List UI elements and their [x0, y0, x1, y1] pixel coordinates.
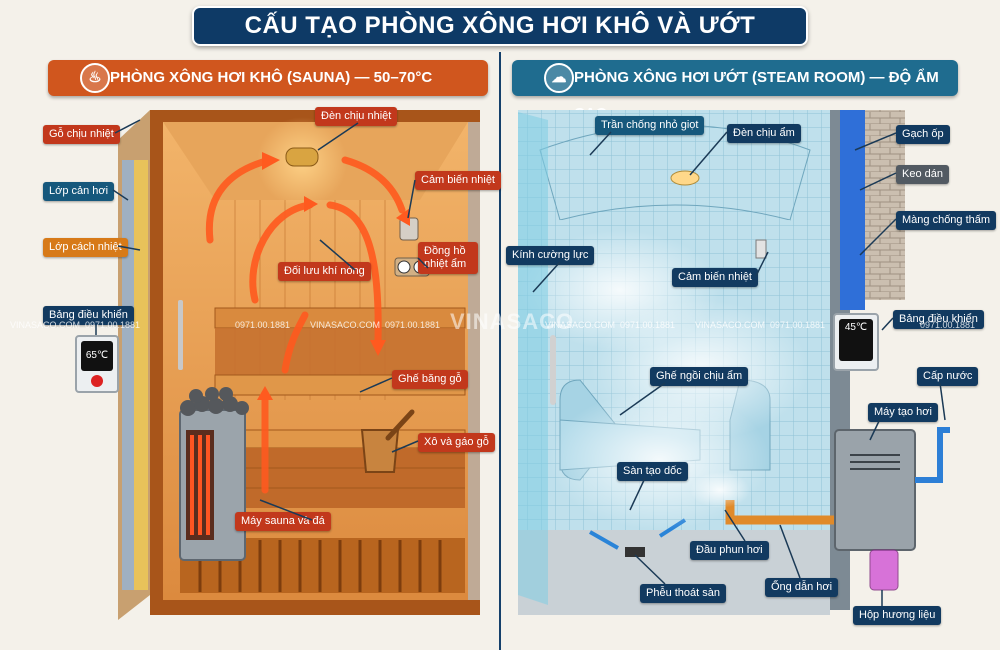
label-insulation: Lớp cách nhiệt: [43, 238, 128, 257]
watermark-brand: VINASACO: [450, 309, 575, 334]
dry-control-display: 65℃: [81, 341, 113, 371]
watermark-site-3: VINASACO.COM: [545, 320, 616, 330]
dry-sauna-header: ♨ PHÒNG XÔNG HƠI KHÔ (SAUNA) — 50–70°C: [48, 60, 488, 96]
waterproof-membrane: [840, 110, 865, 310]
wet-display-value: 45℃: [844, 322, 868, 333]
label-steam-sensor: Cảm biến nhiệt: [672, 268, 758, 287]
watermark-phone-3: 0971.00.1881: [385, 320, 441, 330]
label-floor-drain: Phễu thoát sàn: [640, 584, 727, 603]
label-thermo-hygrometer: Đồng hồ nhiệt ẩm: [418, 242, 478, 274]
label-adhesive: Keo dán: [896, 165, 949, 184]
label-dry-temp-sensor: Cảm biến nhiệt: [415, 171, 501, 190]
insulation-layer: [134, 160, 148, 590]
watermark-site-1: VINASACO.COM: [10, 320, 81, 330]
steam-cloud-icon: ☁: [544, 63, 574, 93]
steam-room-header: ☁ PHÒNG XÔNG HƠI ƯỚT (STEAM ROOM) — ĐỘ Ẩ…: [512, 60, 958, 122]
power-button-icon[interactable]: [91, 375, 103, 387]
label-vapor-barrier: Lớp cản hơi: [43, 182, 115, 201]
label-hot-air-convection: Đối lưu khí nóng: [278, 262, 371, 281]
page-title: CẤU TẠO PHÒNG XÔNG HƠI KHÔ VÀ ƯỚT: [192, 6, 808, 46]
watermark-phone-4: 0971.00.1881: [620, 320, 676, 330]
tempered-glass: [518, 112, 548, 605]
label-waterproof-membrane: Màng chống thấm: [896, 211, 997, 230]
label-bucket-ladle: Xô và gáo gỗ: [418, 433, 495, 452]
label-steam-generator: Máy tạo hơi: [868, 403, 938, 422]
floor-drain: [625, 547, 645, 557]
label-wooden-bench: Ghế băng gỗ: [392, 370, 468, 389]
label-moisture-lamp: Đèn chịu ẩm: [727, 124, 801, 143]
label-aroma-box: Hộp hương liệu: [853, 606, 942, 625]
label-steam-nozzle: Đầu phun hơi: [690, 541, 769, 560]
wet-control-panel[interactable]: 45℃: [833, 313, 879, 371]
watermark-site-2: VINASACO.COM: [310, 320, 381, 330]
label-water-supply: Cấp nước: [917, 367, 979, 386]
aroma-box: [869, 549, 899, 591]
label-dry-control-panel: Bảng điều khiển: [43, 306, 134, 325]
label-tile: Gạch ốp: [896, 125, 950, 144]
label-steam-pipe: Ống dẫn hơi: [765, 578, 839, 597]
vapor-barrier-layer: [122, 160, 134, 590]
watermark-phone-5: 0971.00.1881: [770, 320, 826, 330]
wooden-bucket: [360, 429, 400, 473]
label-heat-resistant-wood: Gỗ chịu nhiệt: [43, 125, 120, 144]
label-sauna-heater: Máy sauna và đá: [235, 512, 331, 531]
label-sloped-floor: Sàn tạo dốc: [617, 462, 688, 481]
label-moisture-seat: Ghế ngồi chịu ẩm: [650, 367, 749, 386]
label-wet-control-panel: Bảng điều khiển: [893, 310, 984, 329]
watermark-phone-1: 0971.00.1881: [85, 320, 141, 330]
dry-control-panel[interactable]: 65℃: [75, 335, 119, 393]
wet-control-display: 45℃: [839, 319, 873, 361]
label-drip-proof-ceiling: Trần chống nhỏ giọt: [595, 116, 705, 135]
label-tempered-glass: Kính cường lực: [506, 246, 595, 265]
watermark-site-4: VINASACO.COM: [695, 320, 766, 330]
watermark-phone-6: 0971.00.1881: [920, 320, 976, 330]
label-heat-resistant-lamp: Đèn chịu nhiệt: [315, 107, 398, 126]
steam-generator: [834, 429, 916, 551]
dry-sauna-header-text: PHÒNG XÔNG HƠI KHÔ (SAUNA) — 50–70°C: [110, 69, 433, 86]
center-divider: [499, 52, 501, 650]
watermark-phone-2: 0971.00.1881: [235, 320, 291, 330]
heat-waves-icon: ♨: [80, 63, 110, 93]
